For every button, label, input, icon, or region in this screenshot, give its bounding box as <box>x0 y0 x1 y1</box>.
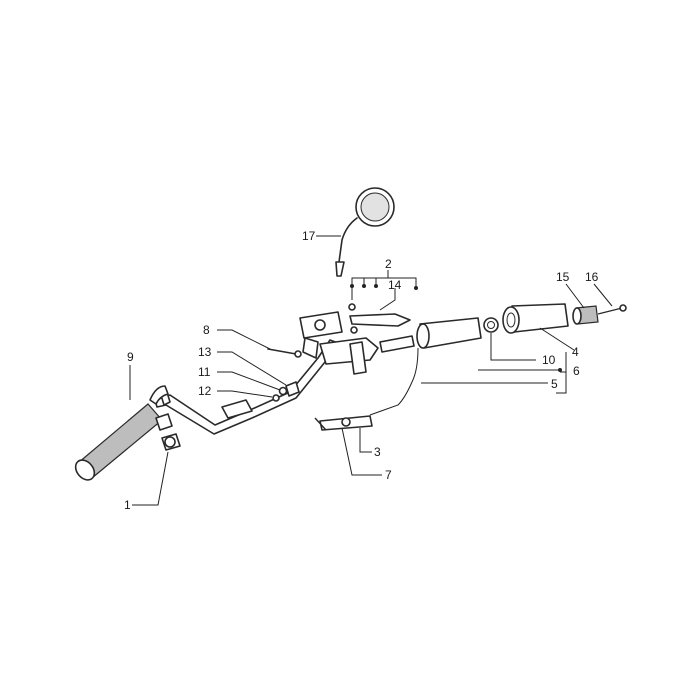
callout-11: 11 <box>198 365 211 379</box>
callout-8: 8 <box>203 323 210 337</box>
leader-lines <box>129 235 613 506</box>
callout-12: 12 <box>198 384 212 398</box>
left-grip <box>74 403 163 481</box>
bar-end-weight <box>572 304 627 325</box>
brake-lever <box>348 303 411 334</box>
handlebar-tube <box>149 339 339 435</box>
mirror-part <box>335 187 395 277</box>
small-hardware <box>267 348 302 402</box>
throttle-cable <box>314 347 419 431</box>
callout-13: 13 <box>198 345 212 359</box>
callout-14: 14 <box>388 278 402 292</box>
callout-17: 17 <box>302 229 316 243</box>
callout-1: 1 <box>124 498 131 512</box>
callout-5: 5 <box>551 377 558 391</box>
callout-10: 10 <box>542 353 556 367</box>
callout-16: 16 <box>585 270 599 284</box>
callout-3: 3 <box>374 445 381 459</box>
brake-master-cylinder <box>299 311 415 375</box>
callout-2: 2 <box>385 257 392 271</box>
callout-6: 6 <box>573 364 580 378</box>
callout-4: 4 <box>572 345 579 359</box>
callout-7: 7 <box>385 468 392 482</box>
callout-15: 15 <box>556 270 570 284</box>
callout-9: 9 <box>127 350 134 364</box>
clamp-bolt <box>155 413 181 451</box>
callout-labels: 1 2 3 4 5 6 7 8 9 10 11 12 13 14 15 16 1… <box>124 229 599 512</box>
throttle-grip <box>416 303 569 349</box>
leader-dots <box>350 284 562 372</box>
